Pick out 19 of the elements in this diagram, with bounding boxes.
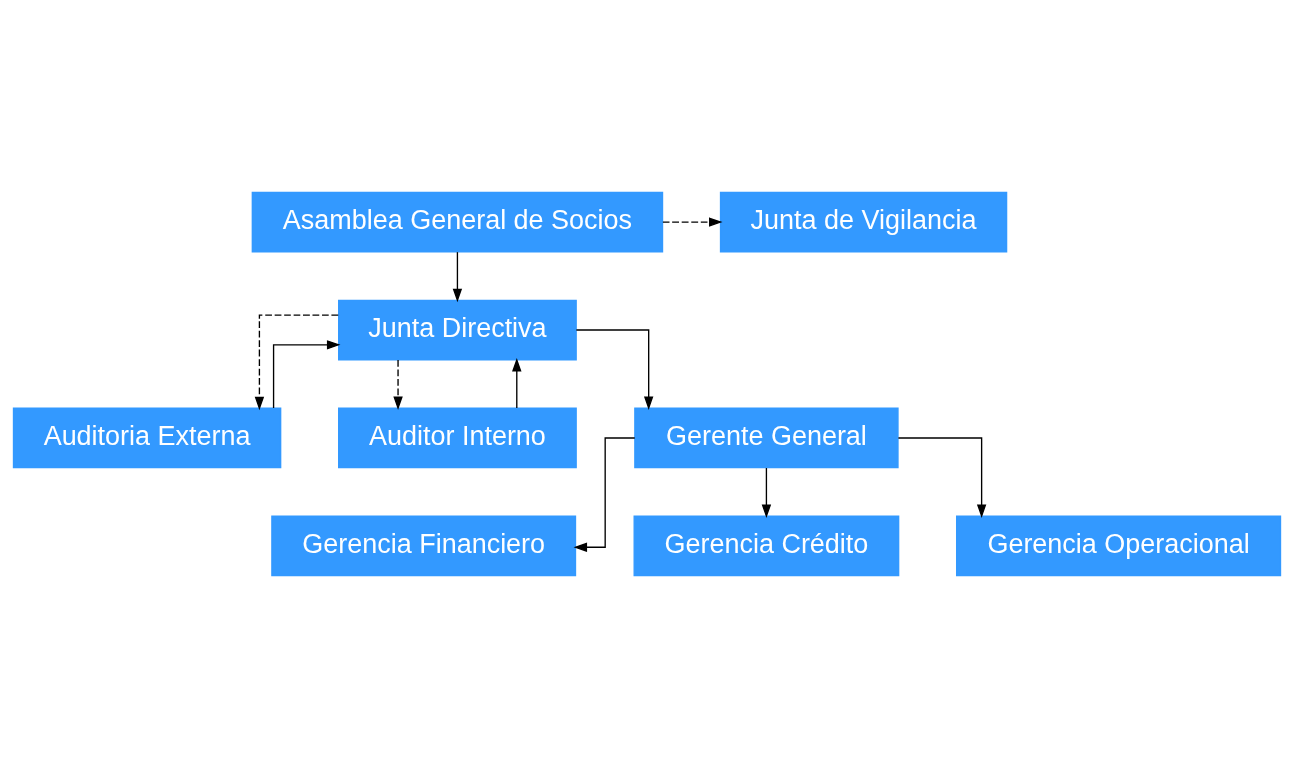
node-box: Junta de Vigilancia xyxy=(719,191,1008,252)
node-box: Gerencia Operacional xyxy=(956,515,1282,576)
node-box: Auditor Interno xyxy=(338,407,577,468)
arrow xyxy=(575,328,654,410)
node-box: Asamblea General de Socios xyxy=(251,191,664,252)
arrow xyxy=(897,436,987,518)
node-box: Junta Directiva xyxy=(338,299,577,360)
arrow xyxy=(254,314,339,410)
node-box: Gerencia Financiero xyxy=(271,515,577,576)
node-box: Auditoria Externa xyxy=(12,407,282,468)
node-box: Gerente General xyxy=(634,407,899,468)
arrow xyxy=(452,250,463,302)
arrow xyxy=(272,339,341,409)
arrow xyxy=(512,357,522,409)
node-box: Gerencia Crédito xyxy=(633,515,900,576)
arrow xyxy=(662,216,723,227)
arrow xyxy=(393,358,403,410)
arrow xyxy=(573,436,636,552)
arrow xyxy=(761,466,772,518)
